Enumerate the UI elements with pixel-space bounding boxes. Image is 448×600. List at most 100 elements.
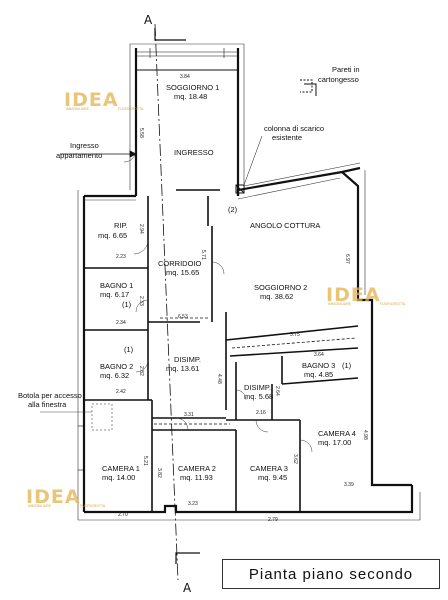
note-drain-2: esistente <box>272 133 302 142</box>
door-swings <box>123 149 313 453</box>
room-soggiorno-1: SOGGIORNO 1 mq. 18.48 <box>166 83 219 101</box>
svg-text:2.23: 2.23 <box>116 254 126 260</box>
svg-text:IMMOBILIARE: IMMOBILIARE <box>28 504 52 508</box>
section-mark-bottom: A <box>183 581 192 595</box>
svg-text:2.42: 2.42 <box>116 389 126 395</box>
svg-text:3.82: 3.82 <box>156 468 162 478</box>
room-camera-4: CAMERA 4 mq. 17.00 <box>318 429 356 447</box>
svg-text:6.53: 6.53 <box>178 314 188 320</box>
svg-text:BAGNO 1: BAGNO 1 <box>100 281 133 290</box>
svg-text:BAGNO 2: BAGNO 2 <box>100 362 133 371</box>
svg-text:3.64: 3.64 <box>314 352 324 358</box>
drain-leader <box>243 135 263 186</box>
svg-text:IDEA: IDEA <box>64 89 119 111</box>
room-disimp-1: DISIMP. mq. 13.61 <box>166 355 201 373</box>
svg-text:4.48: 4.48 <box>216 374 222 384</box>
svg-text:CAMERA 2: CAMERA 2 <box>178 464 216 473</box>
svg-text:(1): (1) <box>342 361 352 370</box>
svg-text:mq. 5.68: mq. 5.68 <box>244 392 273 401</box>
svg-text:mq. 38.62: mq. 38.62 <box>260 292 293 301</box>
svg-text:FUORIGROTTA: FUORIGROTTA <box>80 504 106 508</box>
room-rip: RIP. mq. 6.65 <box>98 221 128 240</box>
svg-text:2.34: 2.34 <box>116 320 126 326</box>
svg-text:mq. 18.48: mq. 18.48 <box>174 92 207 101</box>
svg-text:3.62: 3.62 <box>292 454 298 464</box>
plasterboard-walls <box>154 317 357 425</box>
svg-text:mq. 9.45: mq. 9.45 <box>258 473 287 482</box>
svg-text:mq. 4.85: mq. 4.85 <box>304 370 333 379</box>
svg-text:5.58: 5.58 <box>138 128 144 138</box>
svg-text:mq. 13.61: mq. 13.61 <box>166 364 199 373</box>
window-marks <box>78 48 238 471</box>
svg-text:5.71: 5.71 <box>200 250 206 260</box>
svg-text:2.70: 2.70 <box>118 512 128 518</box>
svg-text:2.79: 2.79 <box>268 517 278 523</box>
svg-text:4.98: 4.98 <box>362 430 368 440</box>
svg-text:2.33: 2.33 <box>138 296 144 306</box>
svg-text:2.82: 2.82 <box>138 366 144 376</box>
svg-text:6.97: 6.97 <box>344 254 350 264</box>
room-ingresso: INGRESSO <box>174 148 214 157</box>
svg-text:(2): (2) <box>228 205 238 214</box>
svg-text:5.75: 5.75 <box>290 332 300 338</box>
note-partitions-2: cartongesso <box>318 75 359 84</box>
svg-text:DISIMP.: DISIMP. <box>244 383 271 392</box>
svg-text:CAMERA 4: CAMERA 4 <box>318 429 356 438</box>
svg-text:3.31: 3.31 <box>184 412 194 418</box>
svg-text:IMMOBILIARE: IMMOBILIARE <box>328 302 352 306</box>
svg-text:(1): (1) <box>124 345 134 354</box>
svg-text:DISIMP.: DISIMP. <box>174 355 201 364</box>
room-bagno-3: BAGNO 3 (1) mq. 4.85 <box>302 361 352 379</box>
svg-text:3.23: 3.23 <box>188 501 198 507</box>
svg-text:SOGGIORNO 2: SOGGIORNO 2 <box>254 283 307 292</box>
svg-text:mq. 15.65: mq. 15.65 <box>166 268 199 277</box>
svg-text:3.39: 3.39 <box>344 482 354 488</box>
svg-text:3.84: 3.84 <box>180 74 190 80</box>
plan-title: Pianta piano secondo <box>222 559 440 589</box>
note-entrance-2: appartamento <box>56 151 102 160</box>
svg-text:IMMOBILIARE: IMMOBILIARE <box>66 107 90 111</box>
note-hatch-1: Botola per accesso <box>18 391 82 400</box>
note-entrance-1: Ingresso <box>70 141 99 150</box>
svg-text:CAMERA 3: CAMERA 3 <box>250 464 288 473</box>
svg-text:2.64: 2.64 <box>274 386 280 396</box>
room-bagno-1: BAGNO 1 mq. 6.17 (1) <box>100 281 133 309</box>
svg-text:IDEA: IDEA <box>26 486 81 508</box>
svg-text:mq. 14.00: mq. 14.00 <box>102 473 135 482</box>
partition-legend-icon <box>300 79 317 96</box>
svg-text:FUORIGROTTA: FUORIGROTTA <box>118 107 144 111</box>
svg-text:5.21: 5.21 <box>142 456 148 466</box>
room-camera-3: CAMERA 3 mq. 9.45 <box>250 464 288 482</box>
exterior-walls <box>82 48 414 514</box>
dimension-labels: 3.84 5.58 2.94 2.23 5.71 6.97 2.33 2.34 … <box>116 74 368 523</box>
logo-watermark-bottom: IDEA IMMOBILIARE FUORIGROTTA <box>26 486 106 508</box>
room-soggiorno-2: SOGGIORNO 2 mq. 38.62 <box>254 283 307 301</box>
svg-text:2.16: 2.16 <box>256 410 266 416</box>
svg-text:SOGGIORNO 1: SOGGIORNO 1 <box>166 83 219 92</box>
svg-text:mq. 6.65: mq. 6.65 <box>98 231 127 240</box>
svg-text:IDEA: IDEA <box>326 284 381 306</box>
svg-text:mq. 6.17: mq. 6.17 <box>100 290 129 299</box>
room-camera-2: CAMERA 2 mq. 11.93 <box>178 464 216 482</box>
room-angolo-cottura: (2) ANGOLO COTTURA <box>228 205 320 230</box>
svg-text:mq. 11.93: mq. 11.93 <box>180 473 213 482</box>
entrance-arrow-icon <box>60 150 137 158</box>
interior-walls <box>84 189 359 512</box>
svg-text:CORRIDOIO: CORRIDOIO <box>158 259 202 268</box>
svg-text:RIP.: RIP. <box>114 221 128 230</box>
drain-column-icon <box>235 184 245 194</box>
svg-text:ANGOLO COTTURA: ANGOLO COTTURA <box>250 221 320 230</box>
svg-text:2.94: 2.94 <box>138 224 144 234</box>
note-hatch-2: alla finestra <box>28 400 67 409</box>
logo-watermark-middle: IDEA IMMOBILIARE FUORIGROTTA <box>326 284 406 306</box>
svg-text:BAGNO 3: BAGNO 3 <box>302 361 335 370</box>
logo-watermark-top: IDEA IMMOBILIARE FUORIGROTTA <box>64 89 144 111</box>
section-line <box>154 23 200 581</box>
room-camera-1: CAMERA 1 mq. 14.00 <box>102 464 140 482</box>
svg-text:mq. 17.00: mq. 17.00 <box>318 438 351 447</box>
room-corridoio: CORRIDOIO mq. 15.65 <box>158 259 202 277</box>
svg-text:FUORIGROTTA: FUORIGROTTA <box>380 302 406 306</box>
note-drain-1: colonna di scarico <box>264 124 324 133</box>
section-mark-top: A <box>144 13 153 27</box>
